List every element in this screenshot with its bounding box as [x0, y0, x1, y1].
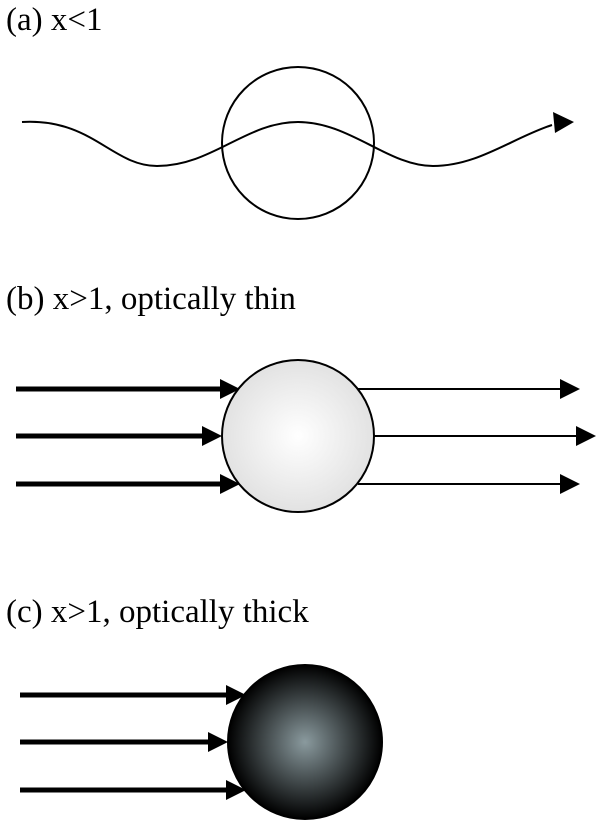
panel-b-incoming-arrowhead-2 [202, 426, 222, 446]
panel-c-incoming-arrowhead-2 [208, 732, 228, 752]
panel-a-wave-arrowhead [553, 112, 574, 133]
panel-c-incoming-arrowhead-1 [226, 685, 246, 705]
panel-b-outgoing-arrowhead-3 [560, 474, 580, 494]
panel-b-incoming-arrowhead-1 [220, 379, 240, 399]
panel-c-label: (c) x>1, optically thick [6, 594, 309, 630]
panel-b-outgoing-arrowhead-2 [576, 426, 596, 446]
panel-a-wave [21, 120, 553, 168]
panel-c-incoming-arrowhead-3 [226, 780, 246, 800]
panel-b-diagram [16, 359, 596, 513]
panel-a-diagram [21, 66, 574, 220]
panel-c-thick-sphere [227, 664, 383, 820]
panel-a-particle [221, 66, 375, 220]
panel-b-thin-sphere [221, 359, 375, 513]
panel-b-outgoing-arrowhead-1 [560, 379, 580, 399]
panel-b-label: (b) x>1, optically thin [6, 281, 296, 317]
panel-c-diagram [20, 664, 383, 820]
panel-b-incoming-arrowhead-3 [220, 474, 240, 494]
panel-a-label: (a) x<1 [6, 2, 103, 38]
